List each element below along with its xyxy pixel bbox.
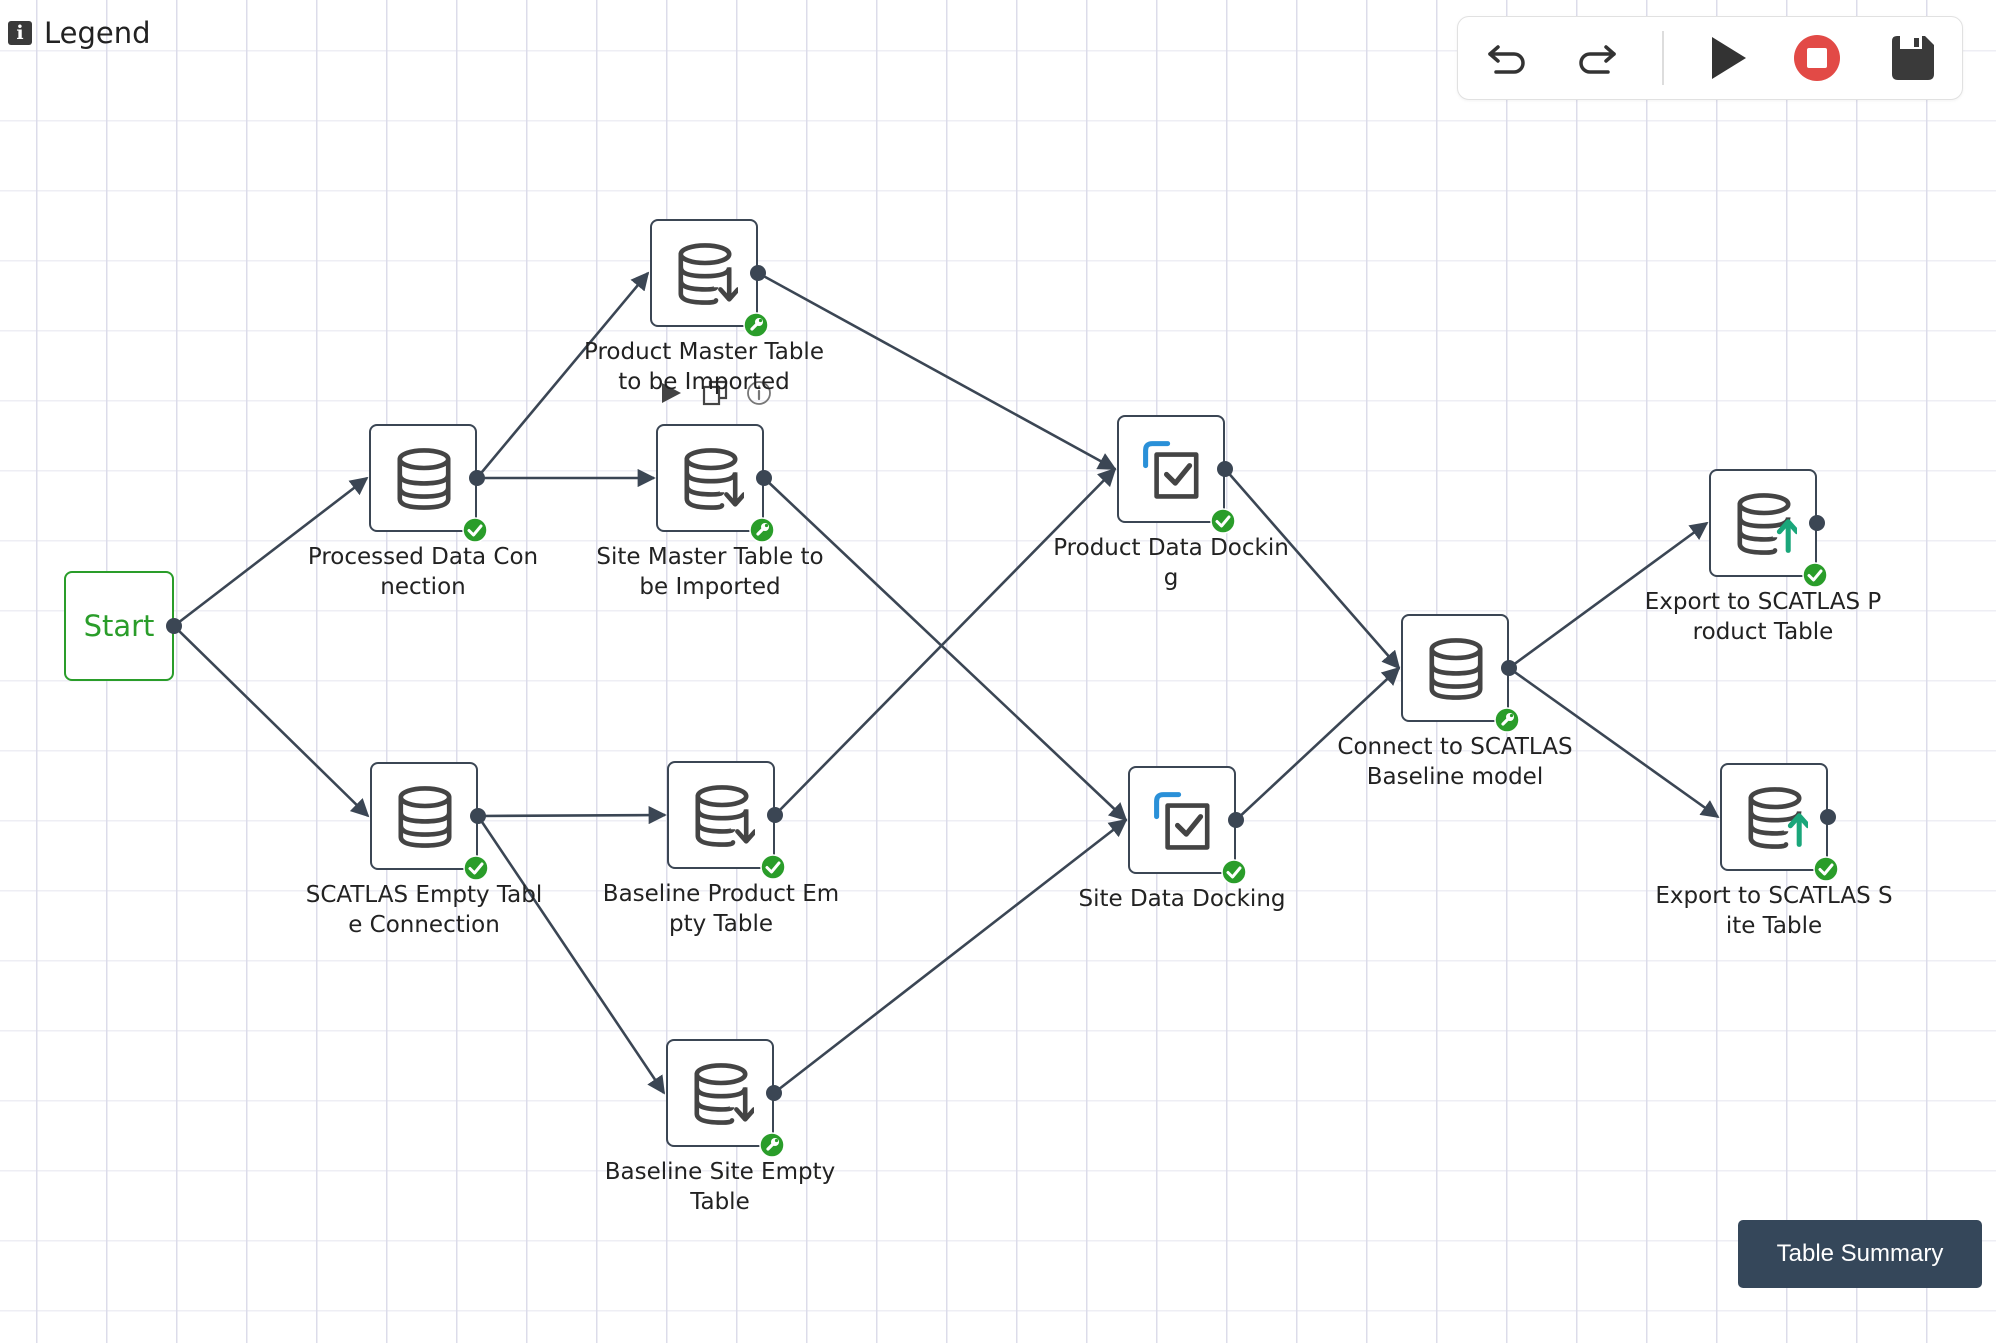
node-label: Product Master Table to be Imported: [584, 339, 824, 395]
run-icon: [1712, 37, 1746, 79]
edge-start-to-processed[interactable]: [173, 476, 369, 628]
configure-wrench-icon: [1494, 707, 1520, 733]
node-export-product[interactable]: [1709, 469, 1828, 588]
undo-icon: [1488, 45, 1525, 74]
node-label: Baseline Site Empty Table: [604, 1159, 836, 1215]
docking-check-icon: [1143, 441, 1199, 499]
legend-toggle[interactable]: i Legend: [8, 16, 151, 50]
database-icon: [397, 448, 451, 510]
database-export-icon: [1748, 787, 1808, 849]
save-button[interactable]: [1888, 33, 1938, 83]
table-summary-button[interactable]: Table Summary: [1738, 1220, 1982, 1288]
edge-baseline_site-to-site_docking[interactable]: [773, 818, 1128, 1095]
legend-label: Legend: [44, 16, 151, 50]
undo-button[interactable]: [1482, 33, 1532, 83]
node-label: Export to SCATLAS Product Table: [1644, 589, 1882, 645]
node-label: Product Data Docking: [1053, 535, 1289, 591]
edge-scatlas_empty-to-baseline_product[interactable]: [477, 805, 667, 825]
stop-button[interactable]: [1792, 33, 1842, 83]
node-processed[interactable]: [369, 424, 488, 543]
edge-product_docking-to-connect_baseline[interactable]: [1224, 468, 1401, 670]
info-circle-icon[interactable]: [744, 378, 774, 408]
database-import-icon: [684, 448, 744, 510]
redo-button[interactable]: [1572, 33, 1622, 83]
configure-wrench-icon: [743, 312, 769, 338]
edge-site_docking-to-connect_baseline[interactable]: [1235, 666, 1401, 821]
node-export-site[interactable]: [1720, 763, 1839, 882]
node-label: Connect to SCATLAS Baseline model: [1337, 734, 1573, 790]
node-label: Export to SCATLAS Site Table: [1655, 883, 1893, 939]
node-label: SCATLAS Empty Table Connection: [305, 882, 543, 938]
node-actions: [656, 378, 774, 408]
database-import-icon: [695, 785, 755, 847]
success-check-icon: [463, 855, 489, 881]
node-label: Site Data Docking: [1078, 886, 1286, 912]
redo-icon: [1579, 45, 1616, 74]
workflow-toolbar: [1457, 16, 1963, 100]
stop-icon: [1794, 35, 1840, 81]
node-product-docking[interactable]: [1117, 415, 1236, 534]
docking-check-icon: [1154, 792, 1210, 850]
success-check-icon: [1813, 856, 1839, 882]
success-check-icon: [1802, 562, 1828, 588]
copy-icon[interactable]: [700, 378, 730, 408]
save-icon: [1892, 36, 1934, 80]
start-node[interactable]: Start: [64, 571, 174, 681]
success-check-icon: [1210, 508, 1236, 534]
configure-wrench-icon: [759, 1132, 785, 1158]
edge-baseline_product-to-product_docking[interactable]: [774, 467, 1117, 816]
edge-scatlas_empty-to-baseline_site[interactable]: [476, 815, 666, 1095]
node-connect-baseline[interactable]: [1401, 614, 1520, 733]
edge-site_master-to-site_docking[interactable]: [763, 477, 1128, 822]
node-baseline-product[interactable]: [667, 761, 786, 880]
node-baseline-site[interactable]: [666, 1039, 785, 1158]
node-site-docking[interactable]: [1128, 766, 1247, 885]
edge-connect_baseline-to-export_site[interactable]: [1508, 666, 1720, 819]
edge-connect_baseline-to-export_product[interactable]: [1508, 521, 1709, 670]
run-icon[interactable]: [656, 378, 686, 408]
configure-wrench-icon: [749, 517, 775, 543]
edge-processed-to-product_master[interactable]: [476, 271, 650, 479]
success-check-icon: [462, 517, 488, 543]
info-icon: i: [8, 21, 32, 45]
database-import-icon: [678, 243, 738, 305]
database-icon: [398, 786, 452, 848]
database-export-icon: [1737, 493, 1797, 555]
success-check-icon: [760, 854, 786, 880]
node-label: Baseline Product Empty Table: [602, 881, 840, 937]
edge-start-to-scatlas_empty[interactable]: [173, 625, 370, 818]
run-button[interactable]: [1702, 33, 1752, 83]
toolbar-separator: [1662, 31, 1664, 85]
node-label: Site Master Table to be Imported: [596, 544, 824, 600]
node-scatlas-empty[interactable]: [370, 762, 489, 881]
database-icon: [1429, 638, 1483, 700]
node-product-master[interactable]: [650, 219, 769, 338]
node-site-master[interactable]: [656, 424, 775, 543]
database-import-icon: [694, 1063, 754, 1125]
success-check-icon: [1221, 859, 1247, 885]
edge-product_master-to-product_docking[interactable]: [757, 271, 1117, 471]
node-label: Processed Data Connection: [307, 544, 539, 600]
